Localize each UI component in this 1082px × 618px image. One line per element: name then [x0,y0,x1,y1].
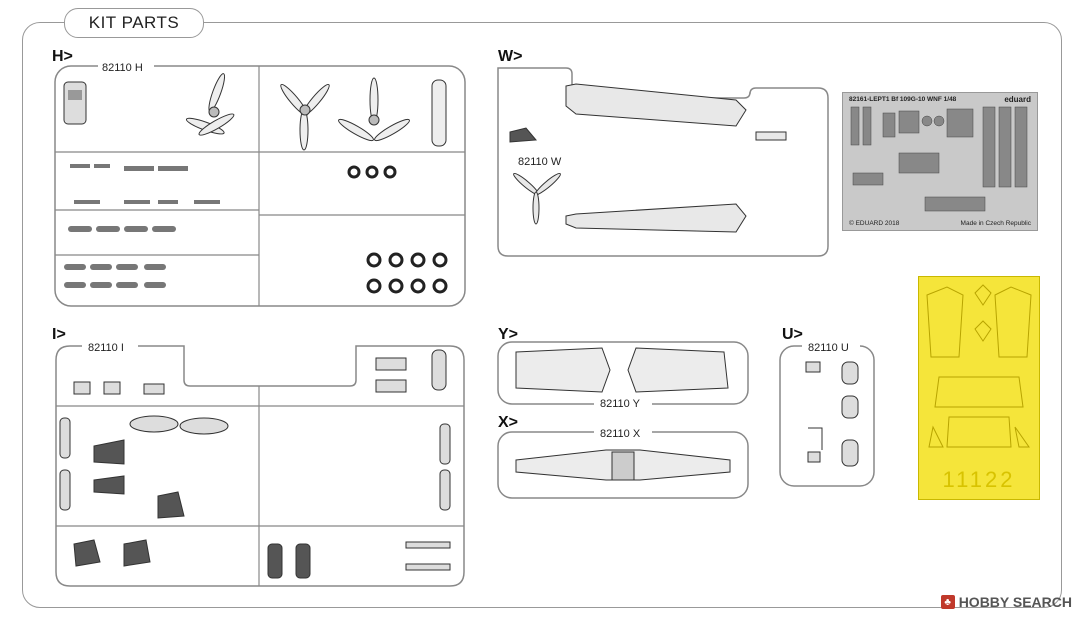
sprue-x: 82110 X [497,426,749,499]
sprue-y-code: 82110 Y [600,398,641,410]
sprue-h-code: 82110 H [102,62,143,74]
sprue-w: 82110 W [497,67,829,257]
sprue-i: 82110 I [55,340,465,587]
mask-shapes [926,284,1032,448]
photoetch-title: 82161-LEPT1 Bf 109G-10 WNF 1/48 [849,96,957,103]
section-label-w: W> [498,48,523,65]
sprue-u: 82110 U [779,340,875,487]
sprue-u-code: 82110 U [808,342,849,354]
section-label-u: U> [782,326,803,343]
photoetch-brand: eduard [1004,95,1031,104]
canopy-mask-sheet: 11122 [918,276,1040,500]
mask-number: 11122 [942,467,1016,492]
photoetch-copyright: © EDUARD 2018 [849,220,900,227]
watermark-text: HOBBY SEARCH [958,594,1072,610]
watermark: ♣ HOBBY SEARCH [940,594,1072,610]
section-label-h: H> [52,48,73,65]
photoetch-fret: 82161-LEPT1 Bf 109G-10 WNF 1/48 eduard ©… [842,92,1038,231]
kit-parts-frame [22,22,1062,608]
section-label-y: Y> [498,326,519,343]
sprue-i-code: 82110 I [88,342,124,354]
hobbysearch-logo-icon: ♣ [940,595,955,609]
photoetch-origin: Made in Czech Republic [960,220,1031,227]
kit-parts-title: KIT PARTS [64,8,204,38]
sprue-w-code: 82110 W [518,156,562,168]
section-label-x: X> [498,414,519,431]
sprue-y: 82110 Y [497,341,749,410]
photoetch-parts [850,106,1028,212]
section-label-i: I> [52,326,66,343]
sprue-h: 82110 H [54,60,466,307]
sprue-x-code: 82110 X [600,428,641,440]
